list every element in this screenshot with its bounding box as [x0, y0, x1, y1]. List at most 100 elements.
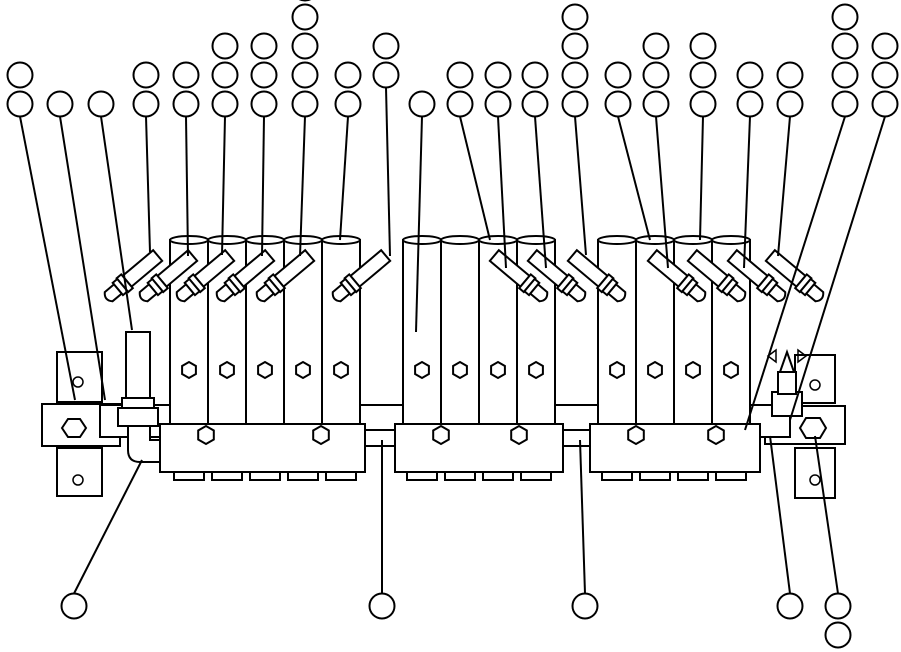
base-foot: [406, 471, 438, 481]
callout-bubble: [824, 592, 852, 620]
leader-line: [744, 116, 846, 431]
fitting-tip: [528, 282, 549, 303]
leader-line: [145, 116, 151, 253]
leader-lines: [19, 87, 886, 594]
valve-cylinder: [402, 235, 442, 425]
leader-line: [299, 116, 306, 257]
leader-line: [339, 116, 349, 241]
fitting-tip: [175, 282, 196, 303]
callout-bubble: [211, 90, 239, 118]
leader-line: [814, 435, 839, 594]
leader-line: [221, 116, 226, 256]
callout-bubble: [689, 90, 717, 118]
callout-group-top: [46, 90, 74, 118]
callout-bubble: [689, 61, 717, 89]
callout-bubble: [776, 61, 804, 89]
left-bracket-nut-icon: [60, 418, 88, 438]
callout-bubble: [604, 61, 632, 89]
angled-fitting: [526, 248, 587, 303]
base-foot: [520, 471, 552, 481]
cylinder-cap: [597, 235, 637, 245]
cylinder-body: [321, 239, 361, 425]
callout-group-bottom: [368, 592, 396, 620]
callout-group-top: [521, 61, 549, 118]
cylinder-nut-icon: [647, 360, 663, 380]
callout-bubble: [604, 90, 632, 118]
callout-group-top: [604, 61, 632, 118]
callout-bubble: [132, 90, 160, 118]
callout-bubble: [211, 61, 239, 89]
cylinder-nut-icon: [333, 360, 349, 380]
callout-group-top: [642, 32, 670, 118]
valve-cylinder: [597, 235, 637, 425]
callout-bubble: [60, 592, 88, 620]
fitting-tip: [566, 282, 587, 303]
callout-group-top: [484, 61, 512, 118]
callout-group-top: [334, 61, 362, 118]
cylinder-cap: [283, 235, 323, 245]
right-bracket-nut-icon: [798, 417, 828, 439]
callout-bubble: [831, 90, 859, 118]
fitting-tip: [255, 282, 276, 303]
cylinder-body: [597, 239, 637, 425]
angled-fitting: [488, 248, 549, 303]
angled-fittings: [103, 248, 825, 303]
callout-group-bottom: [776, 592, 804, 620]
cylinder-cap: [635, 235, 675, 245]
leader-line: [574, 116, 587, 256]
leader-line: [743, 116, 751, 269]
callout-bubble: [571, 592, 599, 620]
base-foot: [249, 471, 281, 481]
base-foot: [639, 471, 671, 481]
leader-line: [19, 116, 76, 401]
leader-line: [415, 116, 423, 333]
angled-fitting: [331, 248, 392, 303]
callout-bubble: [484, 90, 512, 118]
cylinder-nut-icon: [295, 360, 311, 380]
cylinder-nut-icon: [181, 360, 197, 380]
callout-bubble: [368, 592, 396, 620]
cylinder-cap: [516, 235, 556, 245]
callout-bubble: [291, 3, 319, 31]
leader-line: [459, 116, 491, 241]
callout-bubble: [87, 90, 115, 118]
callout-bubble: [250, 32, 278, 60]
callout-bubble: [736, 90, 764, 118]
leader-line: [789, 116, 886, 421]
callout-bubble: [298, 0, 312, 2]
callout-bubble: [871, 90, 899, 118]
callout-bubble: [831, 32, 859, 60]
callout-bubble: [561, 32, 589, 60]
cylinder-nut-icon: [414, 360, 430, 380]
callout-bubble: [689, 32, 717, 60]
callout-bubble: [291, 61, 319, 89]
valve-bank-left: [159, 423, 366, 481]
valve-bank-bases: [159, 423, 761, 481]
leader-line: [769, 435, 791, 594]
cylinder-nut-icon: [452, 360, 468, 380]
callout-bubble: [871, 32, 899, 60]
cylinder-body: [402, 239, 442, 425]
callout-bubble: [446, 61, 474, 89]
angled-fitting: [646, 248, 707, 303]
callout-bubble: [291, 32, 319, 60]
callout-bubble: [334, 61, 362, 89]
callout-bubble: [6, 90, 34, 118]
cylinder-nut-icon: [685, 360, 701, 380]
callout-group-top: [211, 32, 239, 118]
outlet-valve-tip-icon: [778, 348, 796, 373]
valve-cylinder: [440, 235, 480, 425]
callout-group-bottom: [571, 592, 599, 620]
cylinder-nut-icon: [257, 360, 273, 380]
cylinder-nut-icon: [219, 360, 235, 380]
callout-bubble: [824, 621, 852, 649]
callout-bubble: [642, 32, 670, 60]
callout-bubble: [132, 61, 160, 89]
callout-bubble: [172, 90, 200, 118]
base-plug-icon: [510, 424, 528, 446]
leader-line: [534, 116, 547, 269]
fitting-tip: [331, 282, 352, 303]
valve-bank-center: [394, 423, 564, 481]
